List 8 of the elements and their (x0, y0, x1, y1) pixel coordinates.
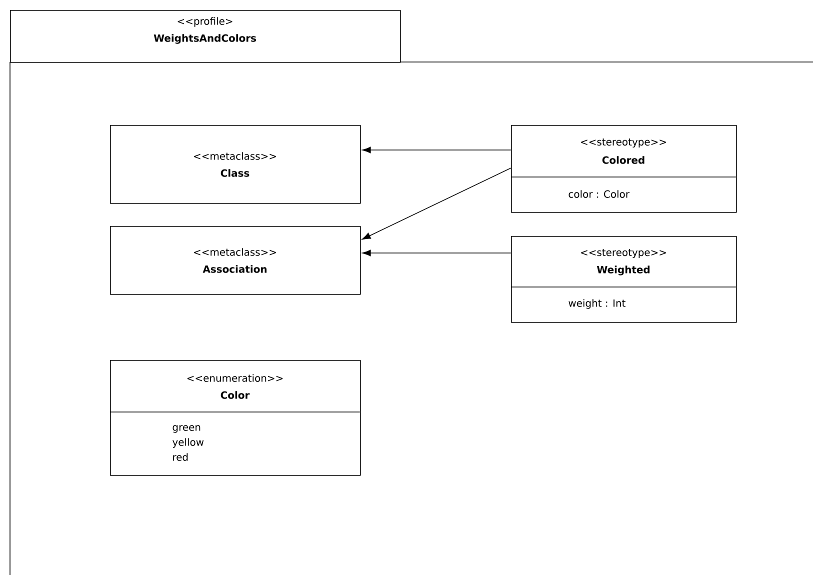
arrow (362, 250, 512, 256)
stereotype-box: <<stereotype>> Colored color : Color (510, 125, 737, 213)
metaclass-box: <<metaclass>> Association (110, 226, 361, 295)
stereotype-box: <<stereotype>> Weighted weight : Int (510, 236, 737, 323)
arrow (362, 168, 512, 240)
metaclass-box: <<metaclass>> Class (110, 125, 361, 204)
enumeration-box: <<enumeration>> Color green yellow red (110, 360, 361, 476)
arrow (362, 146, 512, 154)
